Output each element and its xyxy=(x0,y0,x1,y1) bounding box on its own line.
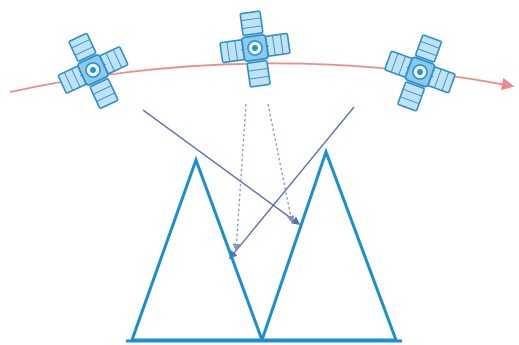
ray-left-satellite xyxy=(143,110,299,224)
mountain-right xyxy=(262,152,396,340)
ray-right-satellite xyxy=(230,107,354,258)
mountain-left xyxy=(132,160,262,340)
satellite-center-icon xyxy=(216,8,294,91)
satellite-left-icon xyxy=(47,23,140,119)
satellite-right-icon xyxy=(375,27,464,120)
ray-center-satellite-dotted-left xyxy=(236,104,246,250)
